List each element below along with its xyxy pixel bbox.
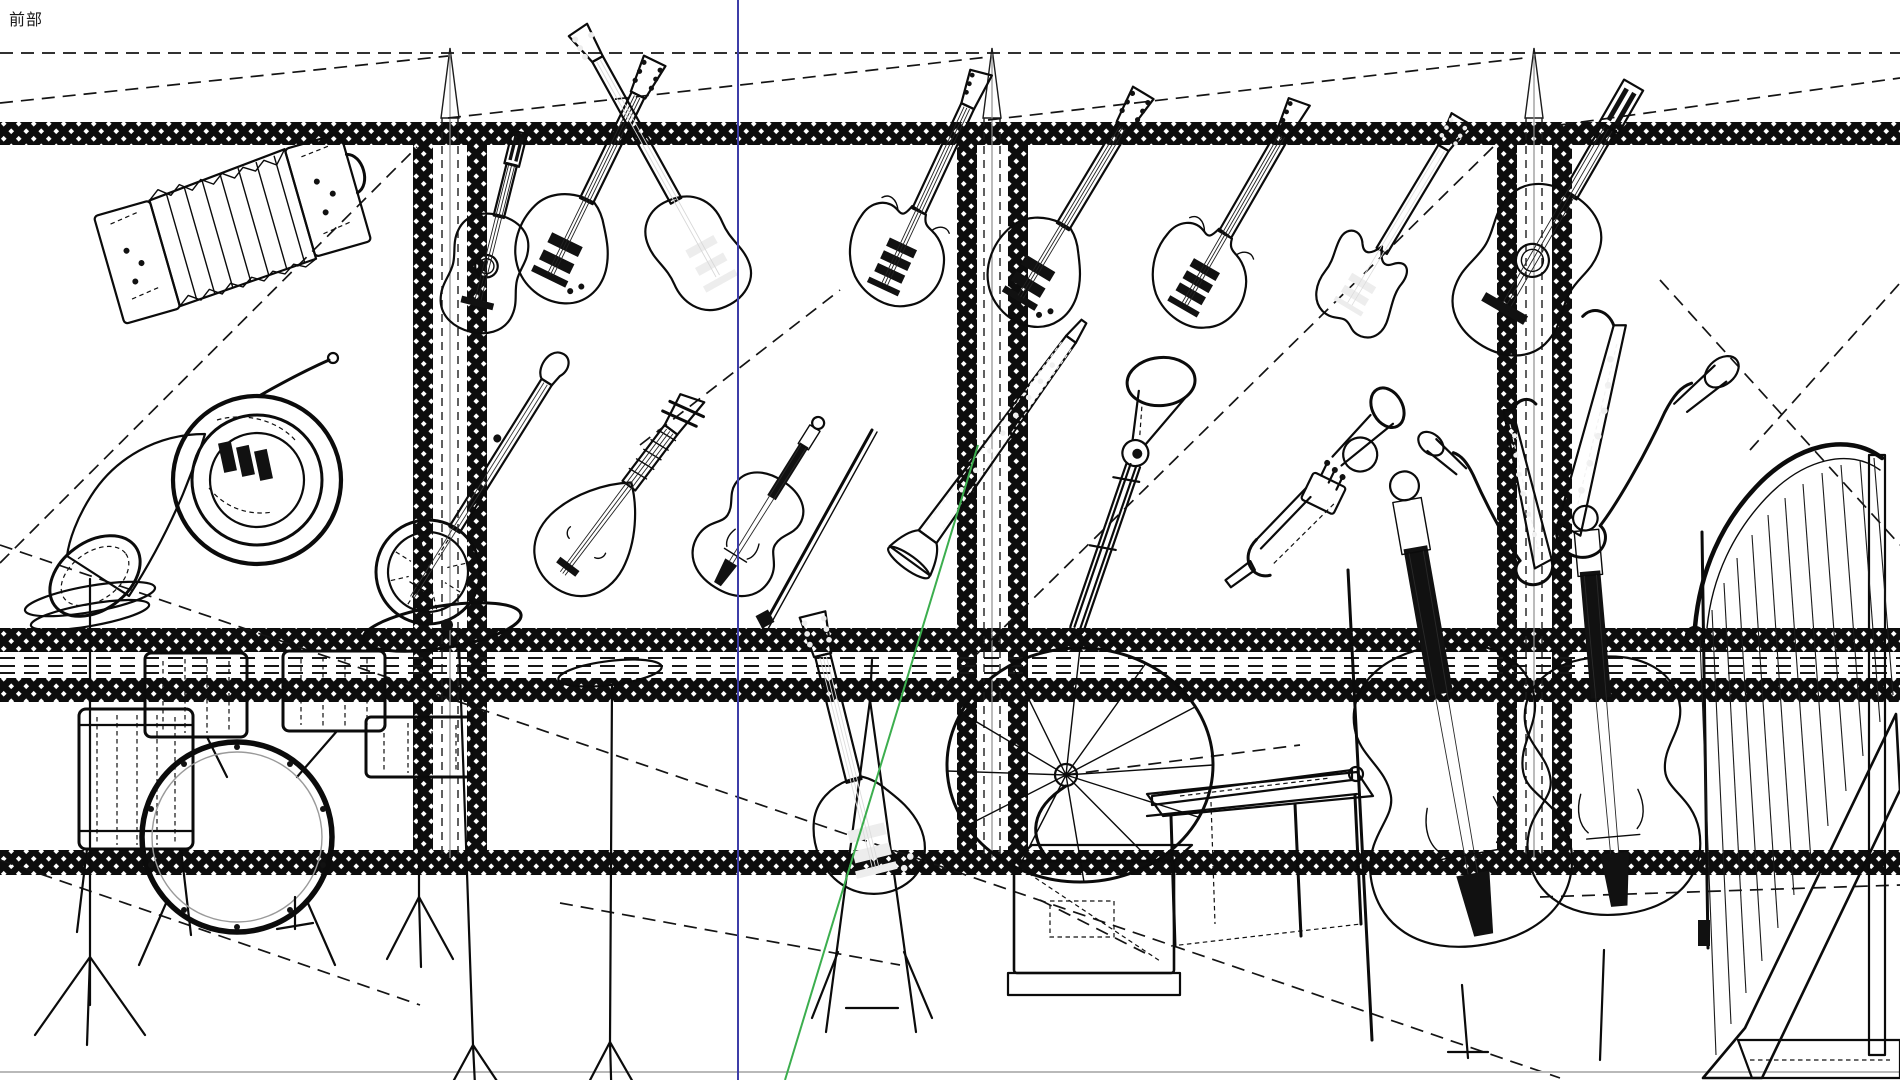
rack-tom-2[interactable]: [281, 649, 387, 733]
crash-cymbal[interactable]: [557, 655, 663, 1080]
ukulele[interactable]: [432, 122, 557, 342]
guide-line: [0, 544, 1561, 1079]
guide-line: [929, 146, 1494, 701]
bass-drum[interactable]: [137, 739, 337, 967]
guide-line: [0, 146, 418, 564]
floor-tom[interactable]: [75, 707, 195, 937]
kick-pedal[interactable]: [275, 895, 315, 931]
wall-band[interactable]: [467, 122, 487, 875]
drum-kit[interactable]: [23, 575, 663, 1080]
shelf-edge-lines: [0, 657, 1900, 674]
wall-band[interactable]: [413, 122, 433, 875]
divider-poles: [440, 47, 1544, 858]
gramophone-cabinet[interactable]: [1006, 843, 1194, 997]
guide-line: [447, 56, 989, 119]
wall-band[interactable]: [0, 678, 1900, 702]
axis-green: [784, 444, 979, 1080]
flute-on-bench[interactable]: [1150, 765, 1365, 807]
view-name-label: 前部: [9, 10, 44, 29]
guide-line: [1039, 899, 1146, 954]
divider-pole: [440, 47, 460, 858]
french-horn[interactable]: [35, 351, 344, 633]
violin-bow[interactable]: [755, 428, 878, 630]
wall-paneling[interactable]: [0, 122, 1900, 875]
guide-line: [1559, 77, 1900, 126]
snare-drum[interactable]: [364, 715, 474, 969]
divider-pole: [982, 47, 1002, 858]
pipa[interactable]: [517, 369, 733, 614]
saxophone-alto[interactable]: [1408, 396, 1562, 600]
guide-line: [1659, 279, 1900, 546]
guide-line: [639, 289, 841, 446]
guitar-classical[interactable]: [1434, 56, 1683, 375]
ride-cymbal[interactable]: [360, 594, 525, 1080]
guide-line: [987, 57, 1525, 121]
hihat-stand[interactable]: [23, 575, 158, 1047]
guide-line: [0, 859, 421, 1006]
banjo[interactable]: [356, 327, 608, 644]
guide-line: [0, 55, 449, 104]
guitar-prs[interactable]: [1130, 74, 1345, 345]
wall-band[interactable]: [1008, 122, 1028, 875]
gramophone[interactable]: [945, 646, 1215, 997]
wall-band[interactable]: [0, 850, 1900, 875]
double-bass-extras: [1346, 568, 1490, 1060]
trumpet[interactable]: [1224, 355, 1422, 626]
guide-line: [1064, 744, 1301, 776]
wall-band[interactable]: [0, 628, 1900, 652]
cello-extras: [1598, 530, 1710, 1062]
guide-line: [559, 902, 901, 966]
wall-band[interactable]: [1552, 122, 1572, 875]
accordion[interactable]: [90, 130, 386, 325]
clarinet[interactable]: [884, 307, 1104, 583]
trombone[interactable]: [1036, 334, 1212, 647]
guide-line: [1539, 884, 1900, 898]
rack-tom-1[interactable]: [143, 651, 249, 739]
harp[interactable]: [1684, 442, 1900, 1080]
bench[interactable]: [1145, 770, 1375, 948]
divider-pole: [1524, 47, 1544, 858]
wall-band[interactable]: [1497, 122, 1517, 875]
guide-line: [1749, 282, 1900, 451]
guide-lines: [0, 52, 1900, 1079]
